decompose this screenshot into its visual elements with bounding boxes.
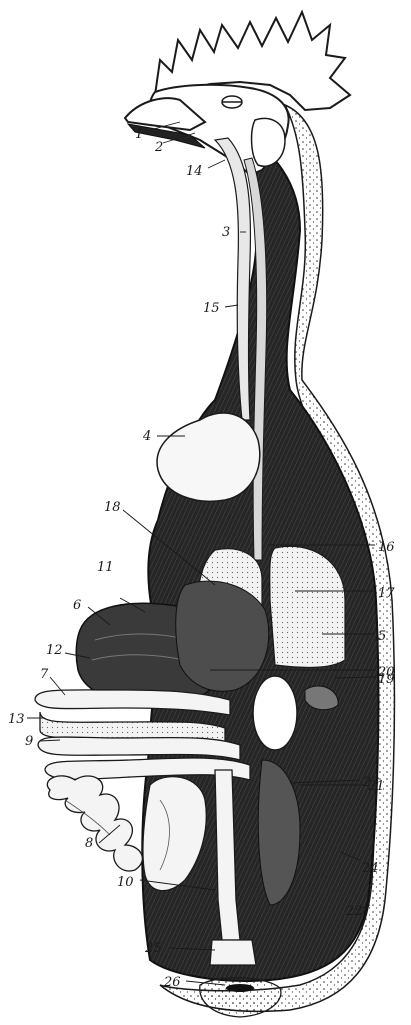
cloaca (210, 940, 256, 965)
liver (176, 581, 269, 691)
label-3: 3 (222, 225, 230, 240)
label-23: 23 (362, 775, 380, 790)
label-25: 25 (144, 941, 162, 956)
label-10: 10 (117, 875, 134, 890)
crop (157, 413, 260, 501)
label-11: 11 (97, 560, 114, 575)
label-5: 5 (378, 629, 386, 644)
label-4: 4 (142, 429, 151, 444)
label-6: 6 (73, 598, 81, 613)
label-1: 1 (135, 127, 143, 142)
testis (253, 676, 297, 750)
label-2: 2 (154, 140, 163, 155)
label-20: 20 (377, 665, 395, 680)
wattle (252, 118, 285, 166)
label-16: 16 (378, 540, 395, 555)
label-12: 12 (46, 643, 63, 658)
label-14: 14 (186, 164, 203, 179)
label-15: 15 (203, 301, 220, 316)
label-7: 7 (40, 667, 49, 682)
label-17: 17 (378, 586, 395, 601)
label-8: 8 (85, 836, 93, 851)
label-18: 18 (104, 500, 121, 515)
caeca (47, 776, 142, 871)
label-9: 9 (25, 734, 33, 749)
label-24: 24 (361, 861, 379, 876)
label-26: 26 (163, 975, 181, 990)
label-22: 22 (345, 904, 363, 919)
label-13: 13 (8, 712, 25, 727)
